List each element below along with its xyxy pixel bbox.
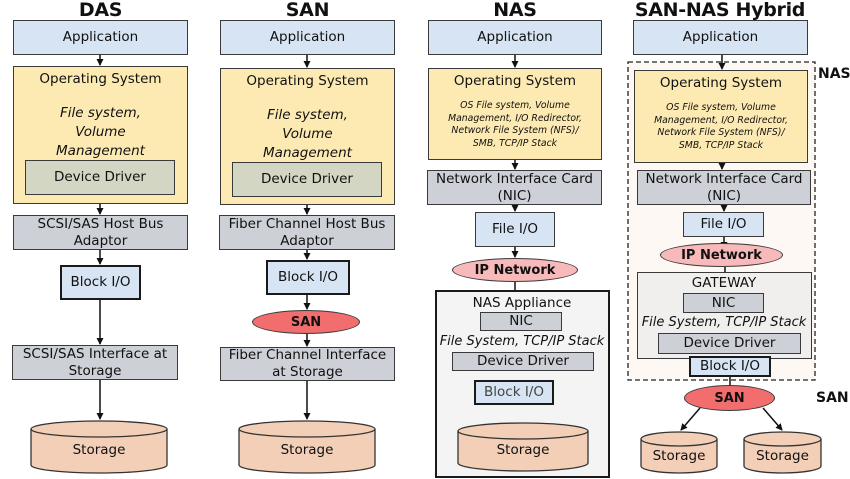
nas-network-interface-card: Network Interface Card (NIC) — [427, 170, 602, 205]
label: Fiber Channel Host Bus Adaptor — [228, 215, 386, 249]
hybrid-block-io: Block I/O — [689, 356, 771, 377]
nas-application: Application — [428, 20, 602, 55]
os-detail: OS File system, Volume Management, I/O R… — [448, 100, 582, 149]
das-storage-interface: SCSI/SAS Interface at Storage — [12, 345, 178, 380]
san-storage-interface: Fiber Channel Interface at Storage — [220, 347, 395, 381]
appliance-storage-cylinder: Storage — [457, 422, 589, 472]
san-host-bus-adaptor: Fiber Channel Host Bus Adaptor — [219, 215, 395, 250]
os-title: Operating System — [659, 75, 783, 91]
label: Block I/O — [70, 274, 131, 290]
nas-appliance: NAS Appliance NIC File System, TCP/IP St… — [435, 290, 610, 478]
hybrid-operating-system: Operating System OS File system, Volume … — [634, 70, 808, 163]
os-detail: File system, Volume Management — [263, 107, 352, 161]
label: Application — [682, 29, 759, 45]
nas-title: NAS — [493, 0, 537, 21]
san-storage-cylinder: Storage — [238, 420, 376, 474]
label: Application — [269, 29, 346, 45]
san-region-label: SAN — [816, 390, 849, 406]
label: IP Network — [681, 247, 762, 263]
hybrid-storage-right: Storage — [743, 431, 822, 474]
das-block-io: Block I/O — [60, 265, 141, 300]
san-block-io: Block I/O — [266, 260, 350, 295]
gateway-nic: NIC — [683, 293, 764, 313]
storage-label: Storage — [280, 442, 334, 458]
os-title: Operating System — [39, 71, 162, 87]
appliance-nic: NIC — [480, 312, 562, 331]
hybrid-network-interface-card: Network Interface Card (NIC) — [637, 170, 811, 205]
os-title: Operating System — [453, 73, 577, 89]
nas-operating-system: Operating System OS File system, Volume … — [428, 68, 602, 160]
storage-label: Storage — [496, 442, 550, 458]
san-device-driver: Device Driver — [232, 162, 382, 197]
appliance-detail: File System, TCP/IP Stack — [439, 334, 605, 349]
label: NIC — [509, 313, 533, 329]
gateway-title: GATEWAY — [691, 275, 757, 291]
hybrid-san: SAN — [684, 385, 775, 411]
label: File I/O — [700, 216, 747, 232]
label: Network Interface Card (NIC) — [436, 170, 593, 204]
gateway-detail: File System, TCP/IP Stack — [641, 315, 807, 330]
label: SAN — [290, 314, 322, 330]
label: SCSI/SAS Host Bus Adaptor — [37, 215, 164, 249]
das-host-bus-adaptor: SCSI/SAS Host Bus Adaptor — [13, 215, 188, 250]
hybrid-application: Application — [633, 20, 808, 55]
nas-ip-network: IP Network — [452, 258, 578, 282]
label: SAN — [714, 390, 745, 406]
arrow — [680, 407, 701, 431]
database-cylinder-icon — [457, 422, 589, 472]
san-network: SAN — [252, 310, 360, 334]
label: IP Network — [474, 262, 556, 278]
os-detail: File system, Volume Management — [56, 105, 145, 159]
appliance-block-io: Block I/O — [474, 380, 554, 405]
label: Network Interface Card (NIC) — [645, 170, 803, 204]
das-device-driver: Device Driver — [25, 160, 175, 195]
nas-region-label: NAS — [818, 66, 850, 82]
label: Application — [477, 29, 553, 45]
san-title: SAN — [285, 0, 330, 21]
appliance-title: NAS Appliance — [472, 295, 572, 311]
label: Block I/O — [700, 358, 760, 374]
label: SCSI/SAS Interface at Storage — [22, 345, 168, 379]
san-application: Application — [220, 20, 395, 55]
label: Device Driver — [683, 335, 776, 351]
arrow — [762, 407, 783, 431]
storage-label: Storage — [652, 448, 706, 464]
database-cylinder-icon — [743, 431, 822, 474]
label: NIC — [711, 294, 736, 311]
appliance-device-driver: Device Driver — [452, 352, 594, 371]
hybrid-ip-network: IP Network — [660, 243, 783, 267]
label: Device Driver — [476, 353, 569, 369]
database-cylinder-icon — [238, 420, 376, 474]
das-storage-cylinder: Storage — [30, 420, 168, 474]
das-application: Application — [13, 20, 188, 55]
database-cylinder-icon — [640, 431, 718, 474]
label: Block I/O — [484, 384, 544, 400]
os-detail: OS File system, Volume Management, I/O R… — [654, 102, 788, 151]
label: Application — [62, 29, 139, 45]
hybrid-gateway: GATEWAY NIC File System, TCP/IP Stack De… — [637, 272, 812, 359]
gateway-device-driver: Device Driver — [658, 333, 801, 354]
label: Device Driver — [260, 171, 353, 187]
label: Fiber Channel Interface at Storage — [228, 347, 387, 380]
hybrid-file-io: File I/O — [683, 212, 764, 237]
storage-label: Storage — [756, 448, 809, 464]
nas-file-io: File I/O — [475, 212, 555, 247]
label: Block I/O — [278, 269, 338, 285]
label: Device Driver — [53, 169, 146, 185]
hybrid-storage-left: Storage — [640, 431, 718, 474]
label: File I/O — [491, 221, 539, 237]
os-title: Operating System — [246, 73, 369, 89]
storage-label: Storage — [72, 442, 126, 458]
das-title: DAS — [78, 0, 123, 21]
hybrid-title: SAN-NAS Hybrid — [634, 0, 806, 21]
database-cylinder-icon — [30, 420, 168, 474]
